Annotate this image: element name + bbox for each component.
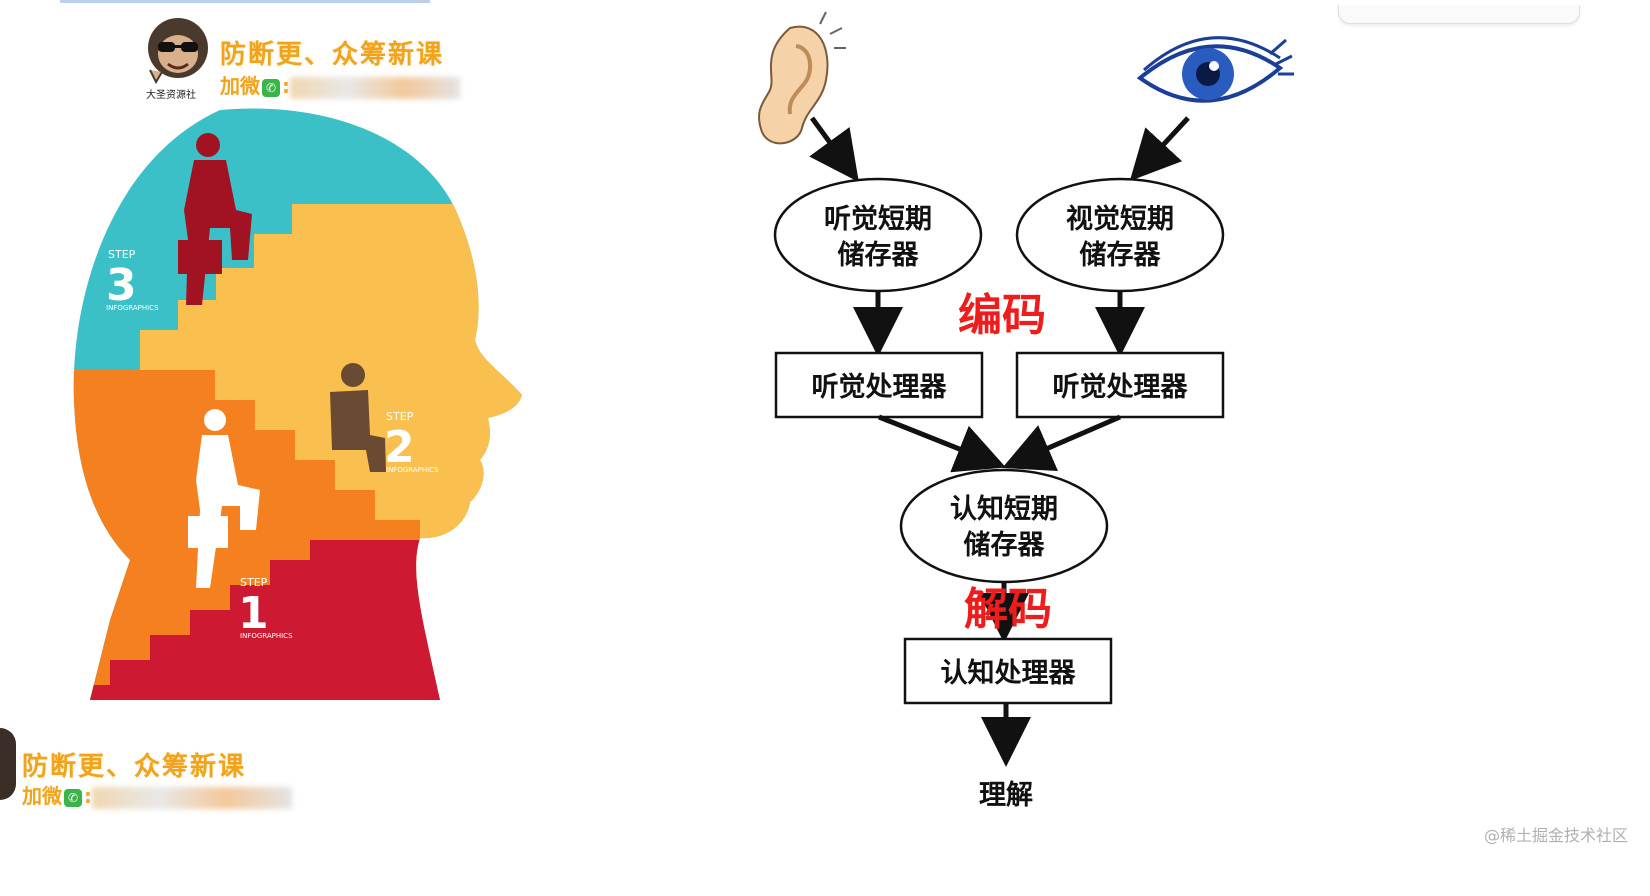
- eye-to-store-arrow: [1129, 116, 1190, 182]
- logo: 大圣资源社: [140, 12, 216, 102]
- left-processor-label: 听觉处理器: [812, 372, 948, 403]
- step-1-word: STEP: [240, 576, 268, 589]
- blurred-contact: [92, 786, 292, 809]
- head-staircase-infographic: STEP 3 INFOGRAPHICS STEP 2 INFOGRAPHICS …: [73, 108, 522, 700]
- wechat-icon: ✆: [262, 78, 280, 97]
- visual-store-line2: 储存器: [1080, 240, 1162, 271]
- step-1-number: 1: [238, 588, 269, 639]
- walking-figure: [188, 409, 260, 588]
- bottom-promo-contact: 加微✆:: [22, 780, 292, 809]
- wechat-icon: ✆: [64, 788, 82, 807]
- promo-contact-prefix: 加微: [220, 74, 260, 98]
- visual-store-node: [1015, 177, 1225, 293]
- step-2-number: 2: [384, 422, 415, 473]
- cognitive-processor-node: [903, 637, 1113, 705]
- bottom-promo-title: 防断更、众筹新课: [22, 752, 247, 782]
- bottom-logo-fragment: [0, 728, 16, 800]
- encode-label: 编码: [958, 290, 1046, 341]
- cognitive-store-line1: 认知短期: [950, 494, 1058, 525]
- watermark: @稀土掘金技术社区: [1483, 826, 1628, 845]
- right-processor-to-cognitive-arrow: [1002, 414, 1121, 472]
- decode-label: 解码: [964, 584, 1052, 635]
- step-3-caption: INFOGRAPHICS: [106, 304, 159, 312]
- perception-flow-diagram: 听觉短期 储存器 视觉短期 储存器 编码 听觉处理器 听觉处理器 认知短期 储存…: [758, 11, 1294, 811]
- eye-icon: [1136, 36, 1294, 103]
- step-3-word: STEP: [108, 248, 136, 261]
- right-processor-label: 听觉处理器: [1053, 372, 1189, 403]
- step-1-caption: INFOGRAPHICS: [240, 632, 293, 640]
- step-2-caption: INFOGRAPHICS: [386, 466, 439, 474]
- orange-zone: [73, 370, 420, 540]
- cognitive-store-node: [899, 468, 1109, 584]
- cognitive-store-line2: 储存器: [964, 530, 1046, 561]
- result-label: 理解: [979, 780, 1033, 811]
- promo-contact: 加微✆:: [220, 70, 460, 99]
- auditory-store-node: [773, 177, 983, 293]
- monkey-logo-icon: [148, 18, 208, 85]
- auditory-store-line2: 储存器: [838, 240, 920, 271]
- ear-to-store-arrow: [809, 116, 859, 183]
- ear-icon: [758, 11, 846, 145]
- right-processor-node: [1015, 351, 1225, 419]
- left-processor-node: [774, 351, 984, 419]
- cognitive-processor-label: 认知处理器: [941, 658, 1077, 689]
- blurred-contact: [290, 76, 460, 99]
- businessman-figure-top: [178, 133, 252, 305]
- sitting-figure: [330, 363, 386, 472]
- left-processor-to-cognitive-arrow: [878, 414, 1006, 473]
- auditory-store-line1: 听觉短期: [824, 204, 932, 235]
- promo-title: 防断更、众筹新课: [220, 40, 445, 70]
- logo-caption: 大圣资源社: [146, 90, 196, 101]
- top-accent-line: [60, 0, 430, 3]
- visual-store-line1: 视觉短期: [1066, 204, 1174, 235]
- step-2-word: STEP: [386, 410, 414, 423]
- bottom-promo-contact-prefix: 加微: [22, 784, 62, 808]
- corner-panel: [1338, 5, 1580, 24]
- step-3-number: 3: [106, 260, 137, 311]
